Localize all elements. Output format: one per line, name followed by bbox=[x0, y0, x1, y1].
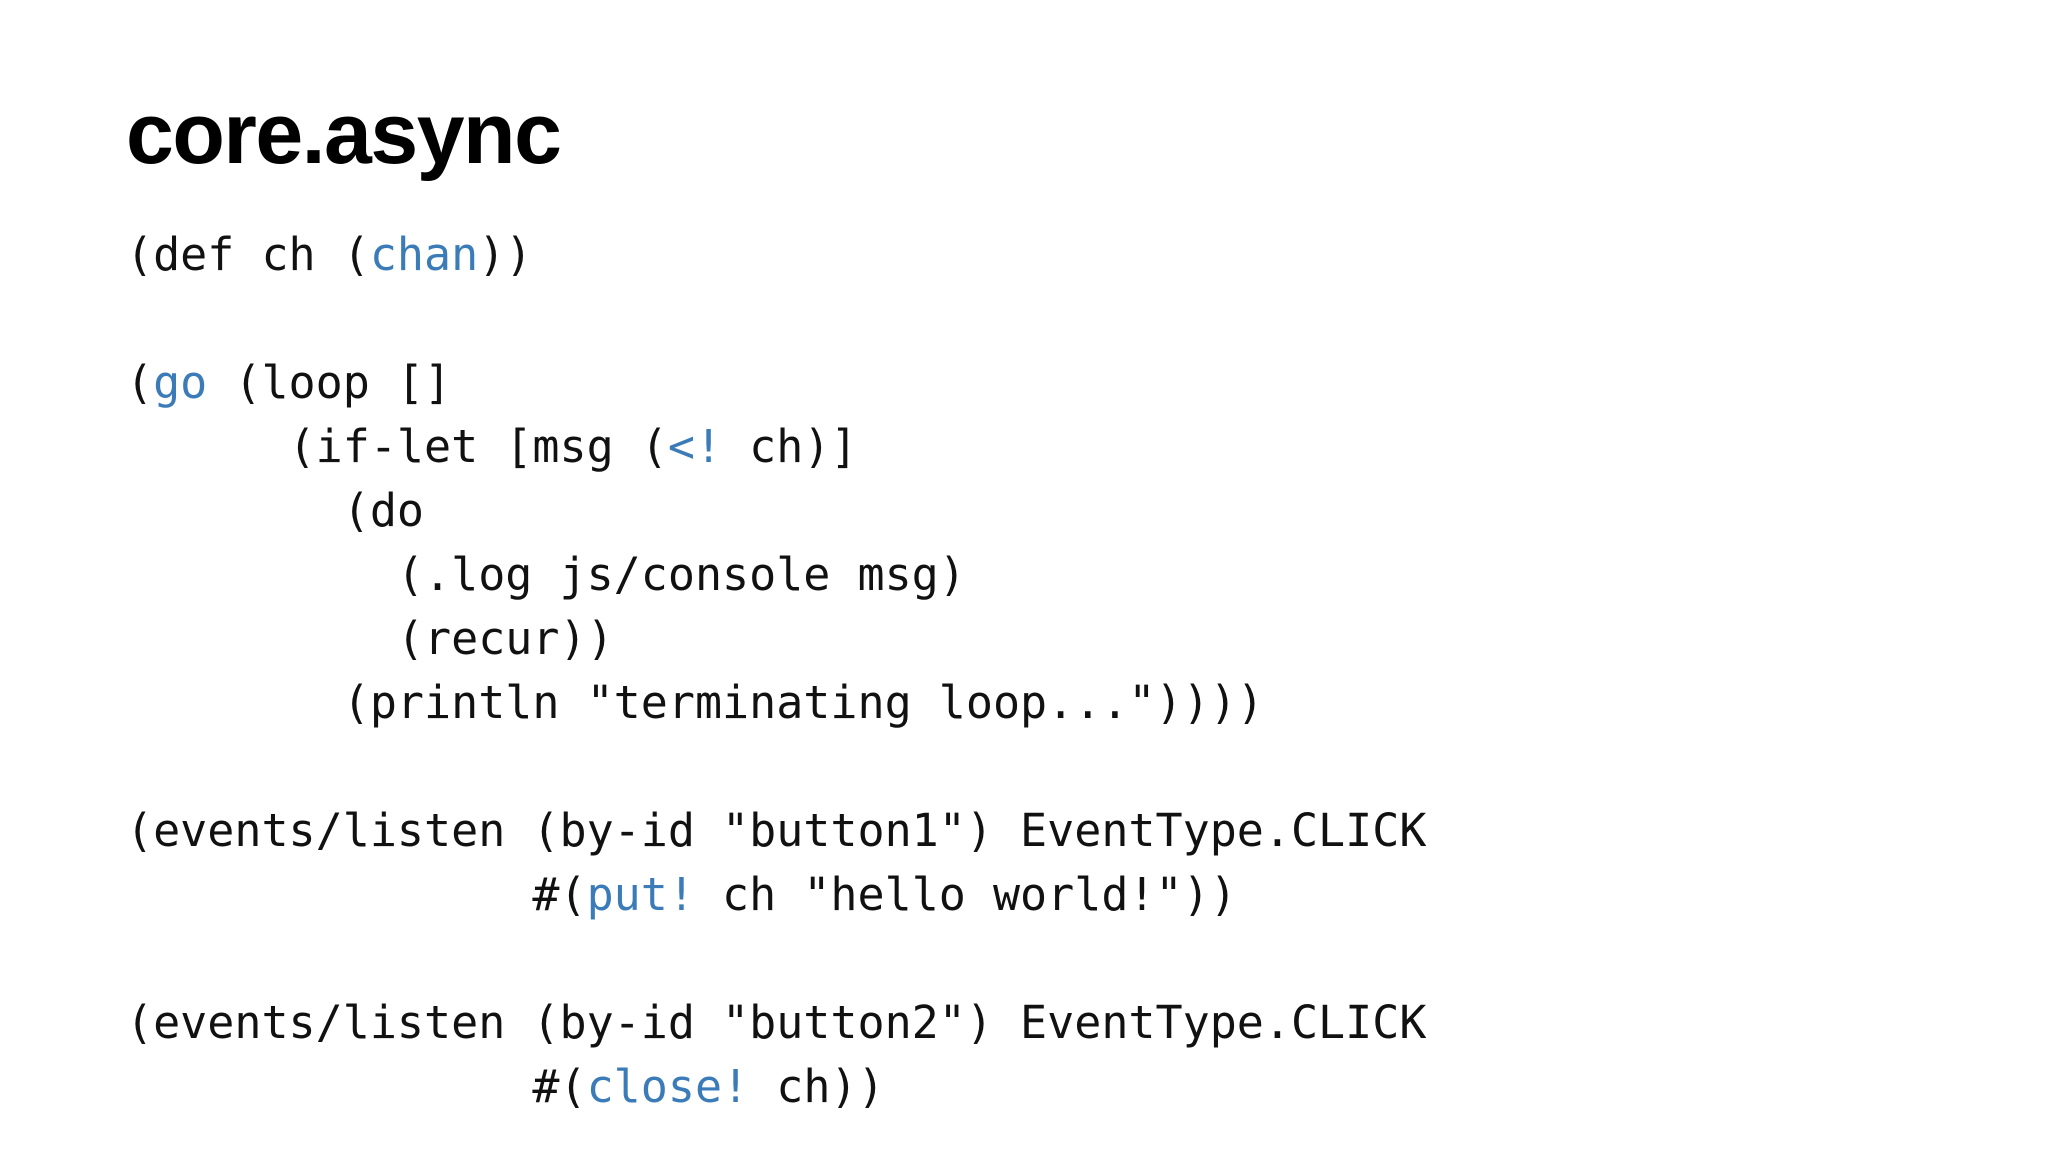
code-token-accent: close! bbox=[586, 1060, 750, 1113]
code-token: (println "terminating loop...")))) bbox=[126, 676, 1264, 729]
code-token: ch)] bbox=[722, 420, 858, 473]
code-token: ch "hello world!")) bbox=[694, 868, 1237, 921]
line-do: (do bbox=[126, 479, 1426, 543]
code-token: (loop [] bbox=[207, 356, 452, 409]
code-token-accent: <! bbox=[667, 420, 723, 473]
code-token: ch)) bbox=[749, 1060, 885, 1113]
line-def-ch: (def ch (chan)) bbox=[126, 223, 1426, 287]
code-token-accent: chan bbox=[369, 228, 479, 281]
code-content: (def ch (chan)) (go (loop [] (if-let [ms… bbox=[126, 223, 1426, 1119]
page-title: core.async bbox=[126, 85, 562, 182]
line-blank-3 bbox=[126, 927, 1426, 991]
line-listen-button1: (events/listen (by-id "button1") EventTy… bbox=[126, 799, 1426, 863]
code-token: (.log js/console msg) bbox=[126, 548, 966, 601]
line-listen-button2: (events/listen (by-id "button2") EventTy… bbox=[126, 991, 1426, 1055]
line-go-loop: (go (loop [] bbox=[126, 351, 1426, 415]
line-put: #(put! ch "hello world!")) bbox=[126, 863, 1426, 927]
line-blank-2 bbox=[126, 735, 1426, 799]
line-recur: (recur)) bbox=[126, 607, 1426, 671]
code-token: ( bbox=[126, 356, 154, 409]
code-token: (recur)) bbox=[126, 612, 614, 665]
line-close: #(close! ch)) bbox=[126, 1055, 1426, 1119]
code-token-accent: go bbox=[153, 356, 208, 409]
line-log: (.log js/console msg) bbox=[126, 543, 1426, 607]
code-token: #( bbox=[126, 868, 587, 921]
code-token: (if-let [msg ( bbox=[126, 420, 668, 473]
code-token: (do bbox=[126, 484, 425, 537]
code-token: (events/listen (by-id "button2") EventTy… bbox=[126, 996, 1427, 1049]
code-token: #( bbox=[126, 1060, 587, 1113]
code-token: (def ch ( bbox=[126, 228, 370, 281]
line-println: (println "terminating loop...")))) bbox=[126, 671, 1426, 735]
code-token: )) bbox=[478, 228, 533, 281]
code-token: (events/listen (by-id "button1") EventTy… bbox=[126, 804, 1427, 857]
code-block: (def ch (chan)) (go (loop [] (if-let [ms… bbox=[126, 223, 1426, 1119]
line-if-let: (if-let [msg (<! ch)] bbox=[126, 415, 1426, 479]
line-blank-1 bbox=[126, 287, 1426, 351]
code-token-accent: put! bbox=[586, 868, 695, 921]
